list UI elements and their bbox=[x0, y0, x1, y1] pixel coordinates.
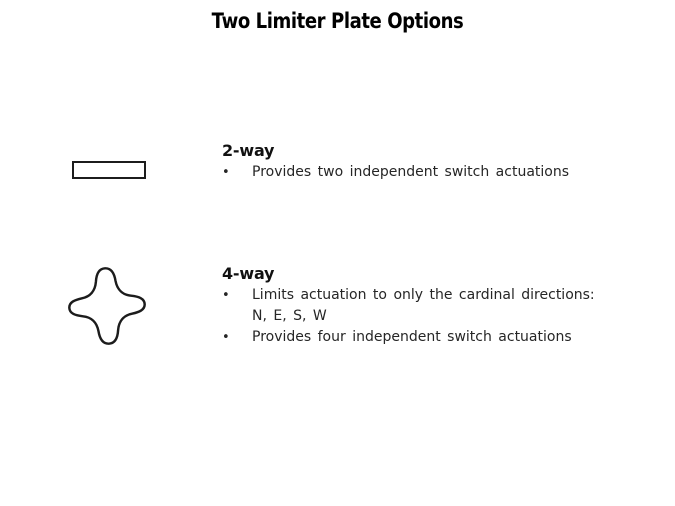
page-title: Two Limiter Plate Options bbox=[211, 9, 464, 33]
bullet-line: N, E, S, W bbox=[252, 308, 327, 324]
bullet-icon: • bbox=[222, 330, 230, 345]
section-heading-2way: 2-way bbox=[222, 141, 275, 160]
bullet-line: Provides two independent switch actuatio… bbox=[252, 164, 570, 180]
bullet-icon: • bbox=[222, 288, 230, 303]
bullet-item: • Provides four independent switch actua… bbox=[222, 327, 667, 348]
bullet-icon: • bbox=[222, 165, 230, 180]
section-2way: 2-way • Provides two independent switch … bbox=[222, 140, 667, 183]
bullet-text: Provides four independent switch actuati… bbox=[252, 327, 572, 348]
bullet-text: Provides two independent switch actuatio… bbox=[252, 162, 569, 183]
bullet-line: Limits actuation to only the cardinal di… bbox=[252, 287, 595, 303]
section-4way: 4-way • Limits actuation to only the car… bbox=[222, 263, 667, 348]
bullet-item: • Limits actuation to only the cardinal … bbox=[222, 285, 667, 327]
four-way-limiter-plate-icon bbox=[68, 267, 146, 345]
bullet-text: Limits actuation to only the cardinal di… bbox=[252, 285, 595, 327]
bullet-item: • Provides two independent switch actuat… bbox=[222, 162, 667, 183]
bullet-line: Provides four independent switch actuati… bbox=[252, 329, 572, 345]
two-way-limiter-plate-icon bbox=[72, 161, 146, 179]
section-heading-4way: 4-way bbox=[222, 264, 275, 283]
